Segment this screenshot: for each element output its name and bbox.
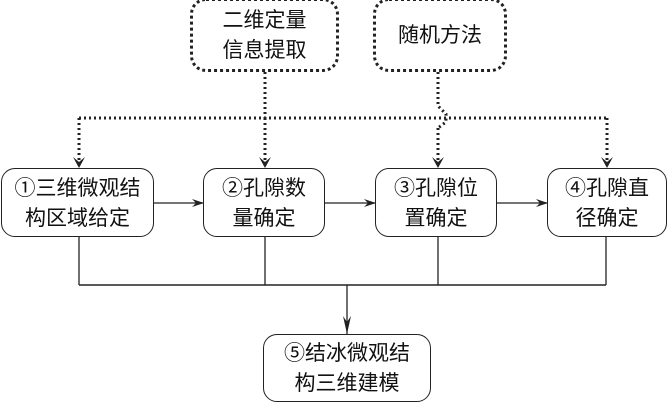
input-box-2d-quantitative-info: 二维定量 信息提取 — [190, 0, 339, 72]
step-2-line-1: ②孔隙数 — [222, 175, 306, 200]
arrowhead-step-2 — [259, 157, 271, 168]
result-box: ⑤结冰微观结 构三维建模 — [263, 334, 431, 402]
arrowhead-step-3 — [432, 157, 444, 168]
step-4-line-2: 径确定 — [575, 205, 639, 230]
step-2-line-2: 量确定 — [232, 205, 296, 230]
step-3-line-2: 置确定 — [404, 205, 468, 230]
input-info-line-2: 信息提取 — [222, 38, 307, 62]
step-1-line-2: 构区域给定 — [25, 205, 130, 230]
step-box-3: ③孔隙位 置确定 — [375, 168, 497, 237]
step-1-line-1: ①三维微观结 — [14, 175, 141, 200]
result-line-1: ⑤结冰微观结 — [284, 341, 410, 365]
arrowhead-step-1 — [73, 157, 85, 168]
step-box-4: ④孔隙直 径确定 — [547, 168, 667, 237]
result-line-2: 构三维建模 — [294, 371, 400, 395]
input-random-label: 随机方法 — [398, 23, 482, 47]
step-box-1: ①三维微观结 构区域给定 — [1, 168, 154, 237]
step-box-2: ②孔隙数 量确定 — [203, 168, 325, 237]
step-4-line-1: ④孔隙直 — [565, 175, 649, 200]
arrowhead-step-4 — [601, 157, 613, 168]
input-box-random-method: 随机方法 — [373, 0, 507, 72]
step-3-line-1: ③孔隙位 — [394, 175, 478, 200]
input-info-line-1: 二维定量 — [222, 8, 307, 32]
arrowhead-result — [343, 316, 351, 334]
dotted-line-random-down — [436, 72, 448, 130]
